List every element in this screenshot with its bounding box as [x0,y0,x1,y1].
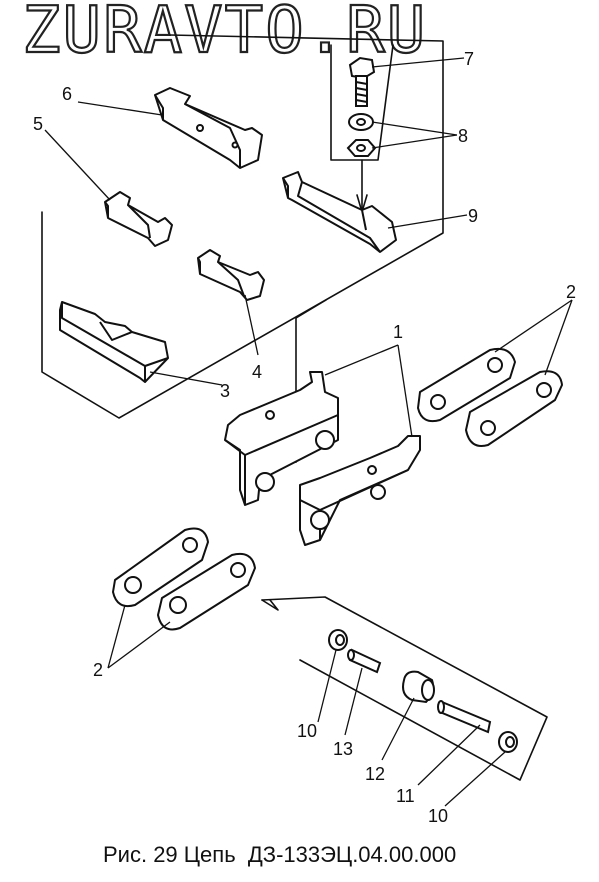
side-plate-2-ur-a [417,347,516,423]
nut-8a [348,113,374,131]
callout-9: 9 [468,206,478,226]
callout-10-left: 10 [297,721,317,741]
callout-labels: 1 2 2 3 4 5 6 7 8 9 10 10 11 12 13 [33,49,576,826]
washer-10-right [498,731,518,753]
callout-12: 12 [365,764,385,784]
nut-8b [346,139,377,157]
roller-12 [402,670,435,704]
guide-shoe-9 [282,171,397,253]
callout-13: 13 [333,739,353,759]
fastener-box [330,44,394,161]
bolt-7 [348,56,376,107]
bushing-13 [347,648,382,674]
side-plate-2-ll-a [112,527,209,608]
pin-11 [437,700,492,734]
side-plate-2-ll-b [157,552,256,631]
caption-drawing-code: ДЗ-133ЭЦ.04.00.000 [247,842,457,867]
chain-link-1-right [299,435,421,546]
pin-box [261,596,548,781]
callout-2-upper: 2 [566,282,576,302]
washer-10-left [328,629,348,651]
figure-caption: Рис. 29 Цепь ДЗ-133ЭЦ.04.00.000 [103,842,456,868]
callout-11: 11 [396,786,415,806]
callout-6: 6 [62,84,72,104]
callout-7: 7 [464,49,474,69]
shoe-6 [154,87,263,169]
callout-3: 3 [220,381,230,401]
shoe-5 [104,191,173,247]
callout-8: 8 [458,126,468,146]
watermark-text: ZURAVTO.RU [21,0,428,69]
callout-2-lower: 2 [93,660,103,680]
callout-10-right: 10 [428,806,448,826]
callout-4: 4 [252,362,262,382]
callout-5: 5 [33,114,43,134]
guide-shoe-3 [59,301,169,383]
chain-link-1-left [224,371,339,506]
shoe-4 [197,249,265,301]
caption-figure-title: Рис. 29 Цепь [103,842,236,867]
side-plate-2-ur-b [465,370,563,447]
group-frame [41,34,444,419]
callout-1: 1 [393,322,403,342]
